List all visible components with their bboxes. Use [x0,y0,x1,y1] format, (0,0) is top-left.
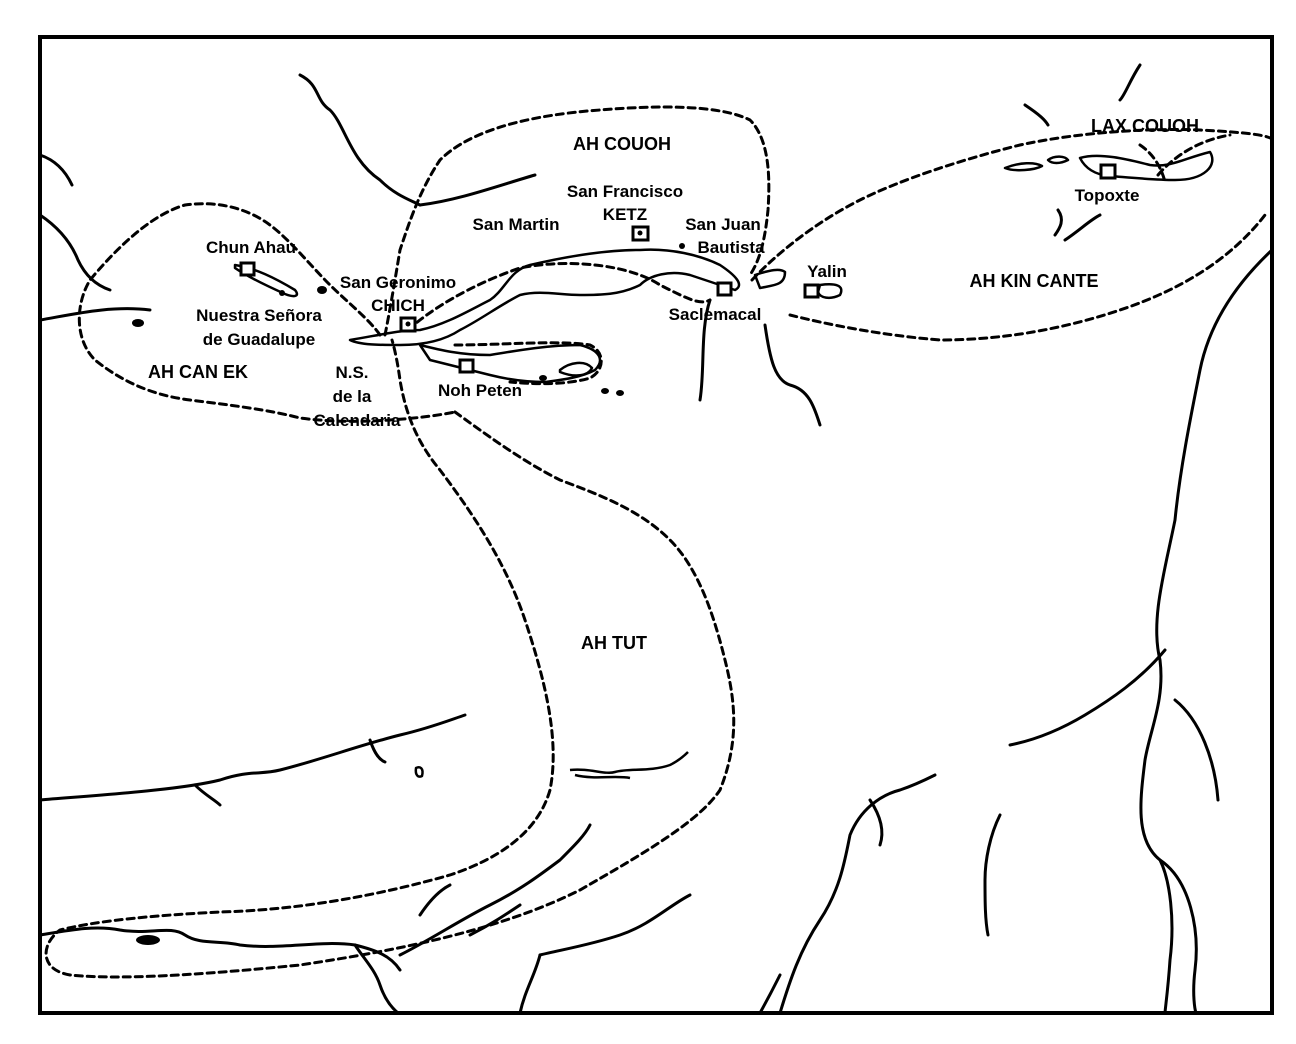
place-ns: N.S. [335,363,368,382]
place-ketz: KETZ [603,205,647,224]
place-chich: CHICH [371,296,425,315]
rivers [38,63,1274,1015]
place-bautista: Bautista [697,238,765,257]
town-markers [239,163,1117,374]
place-noh-peten: Noh Peten [438,381,522,400]
place-san-francisco: San Francisco [567,182,683,201]
territory-boundaries [44,105,1274,979]
labels: AH COUOH LAX COUOH AH KIN CANTE AH CAN E… [148,116,1199,653]
map-frame [38,35,1274,1015]
town-saclemacal [716,281,733,297]
town-yalin [803,283,820,299]
place-san-martin: San Martin [473,215,560,234]
town-topoxte [1099,163,1117,180]
region-ah-couoh: AH COUOH [573,134,671,154]
place-saclemacal: Saclemacal [669,305,762,324]
region-ah-can-ek: AH CAN EK [148,362,248,382]
place-de-la: de la [333,387,372,406]
region-ah-kin-cante: AH KIN CANTE [970,271,1099,291]
place-san-juan: San Juan [685,215,761,234]
town-noh-peten [458,358,475,374]
town-chun-ahau [239,261,256,277]
region-lax-couoh: LAX COUOH [1091,116,1199,136]
place-yalin: Yalin [807,262,847,281]
place-san-geronimo: San Geronimo [340,273,456,292]
place-chun-ahau: Chun Ahau [206,238,296,257]
place-nuestra-senora: Nuestra Señora [196,306,322,325]
region-ah-tut: AH TUT [581,633,647,653]
place-calendaria: Calendaria [314,411,401,430]
place-topoxte: Topoxte [1075,186,1140,205]
place-de-guadalupe: de Guadalupe [203,330,315,349]
